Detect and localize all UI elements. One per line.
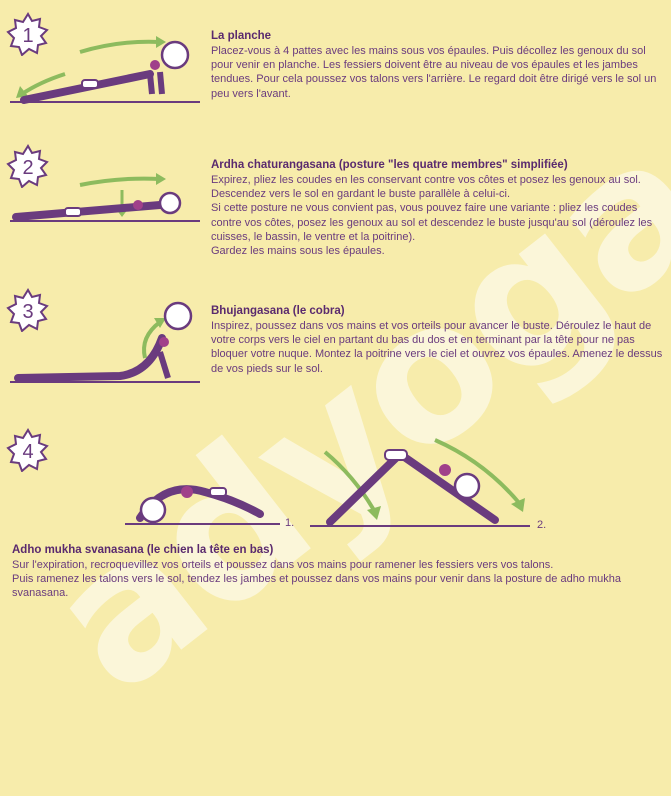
step-1-title: La planche	[211, 30, 272, 42]
step-3-badge: 3	[6, 288, 49, 332]
step-1-paragraph: Placez-vous à 4 pattes avec les mains so…	[211, 45, 657, 100]
figure-label-2: 2.	[537, 519, 546, 531]
plank-figure	[10, 36, 200, 104]
step-2-text: Ardha chaturangasana (posture "les quatr…	[211, 159, 666, 258]
step-3-number: 3	[22, 301, 33, 323]
step-2-paragraph-3: Gardez les mains sous les épaules.	[211, 245, 385, 258]
step-4-badge: 4	[6, 428, 49, 472]
step-1-text: La planche Placez-vous à 4 pattes avec l…	[211, 30, 666, 101]
step-3-title: Bhujangasana (le cobra)	[211, 305, 345, 317]
cobra-figure	[10, 301, 200, 383]
step-2-title: Ardha chaturangasana (posture "les quatr…	[211, 159, 568, 171]
four-limbed-figure	[10, 173, 200, 222]
step-4-paragraph-1: Sur l'expiration, recroquevillez vos ort…	[12, 559, 554, 571]
step-1-number: 1	[22, 25, 33, 47]
step-4-number: 4	[22, 441, 33, 463]
step-2-badge: 2	[6, 144, 49, 188]
step-4-paragraph-2: Puis ramenez les talons vers le sol, ten…	[12, 573, 621, 600]
step-2-paragraph-1: Expirez, pliez les coudes en les conserv…	[211, 174, 641, 201]
step-1-badge: 1	[6, 12, 49, 56]
child-pose-figure: 1.	[125, 485, 294, 529]
step-2-paragraph-2: Si cette posture ne vous convient pas, v…	[211, 202, 653, 243]
step-4-text: Adho mukha svanasana (le chien la tête e…	[12, 544, 664, 601]
figure-label-1: 1.	[285, 517, 294, 529]
step-3-text: Bhujangasana (le cobra) Inspirez, pousse…	[211, 305, 666, 376]
downward-dog-figure: 2.	[310, 438, 546, 531]
step-2-number: 2	[22, 157, 33, 179]
step-3-paragraph: Inspirez, poussez dans vos mains et vos …	[211, 320, 663, 375]
step-4-title: Adho mukha svanasana (le chien la tête e…	[12, 544, 274, 556]
